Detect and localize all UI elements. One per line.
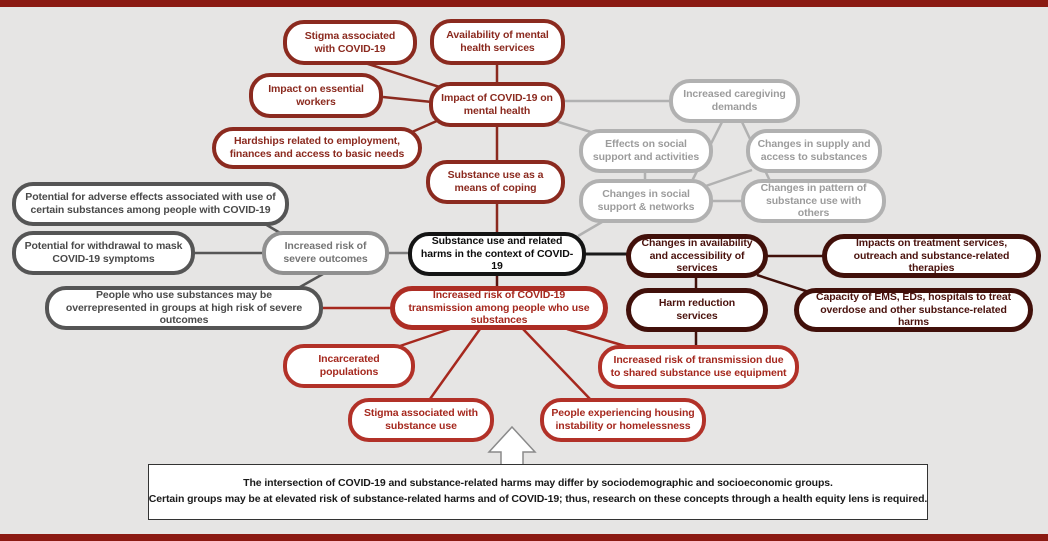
node-capacity-ems: Capacity of EMS, EDs, hospitals to treat… [794, 288, 1033, 332]
footer-note-line2: Certain groups may be at elevated risk o… [148, 493, 928, 505]
node-changes-supply-access: Changes in supply and access to substanc… [746, 129, 882, 173]
node-impacts-treatment-services: Impacts on treatment services, outreach … [822, 234, 1041, 278]
node-substance-use-coping: Substance use as a means of coping [426, 160, 565, 204]
up-arrow-icon [487, 425, 537, 467]
red-edges [321, 306, 633, 400]
dark-maroon-edges [694, 254, 824, 347]
node-increased-caregiving: Increased caregiving demands [669, 79, 800, 123]
node-incarcerated-populations: Incarcerated populations [283, 344, 415, 388]
node-severe-outcomes: Increased risk of severe outcomes [262, 231, 389, 275]
node-hardships-employment: Hardships related to employment, finance… [212, 127, 422, 169]
node-stigma-substance-use: Stigma associated with substance use [348, 398, 494, 442]
node-shared-equipment: Increased risk of transmission due to sh… [598, 345, 799, 389]
node-central-substance-use-harms: Substance use and related harms in the c… [408, 232, 586, 276]
node-harm-reduction-services: Harm reduction services [626, 288, 768, 332]
node-withdrawal-mask: Potential for withdrawal to mask COVID-1… [12, 231, 195, 275]
node-overrepresented-groups: People who use substances may be overrep… [45, 286, 323, 330]
node-housing-instability: People experiencing housing instability … [540, 398, 706, 442]
node-covid-transmission-risk: Increased risk of COVID-19 transmission … [390, 286, 608, 330]
footer-note-line1: The intersection of COVID-19 and substan… [243, 477, 833, 490]
node-stigma-covid: Stigma associated with COVID-19 [283, 20, 417, 65]
node-changes-availability-services: Changes in availability and accessibilit… [626, 234, 768, 278]
bottom-border-bar [0, 534, 1048, 541]
node-impact-essential-workers: Impact on essential workers [249, 73, 383, 118]
node-impact-covid-mental-health: Impact of COVID-19 on mental health [429, 82, 565, 127]
top-border-bar [0, 0, 1048, 7]
node-adverse-effects: Potential for adverse effects associated… [12, 182, 289, 226]
node-changes-social-networks: Changes in social support & networks [579, 179, 713, 223]
footer-note-box: The intersection of COVID-19 and substan… [148, 464, 928, 520]
node-effects-social-support: Effects on social support and activities [579, 129, 713, 173]
node-changes-pattern-others: Changes in pattern of substance use with… [741, 179, 886, 223]
node-availability-mental-health: Availability of mental health services [430, 19, 565, 65]
